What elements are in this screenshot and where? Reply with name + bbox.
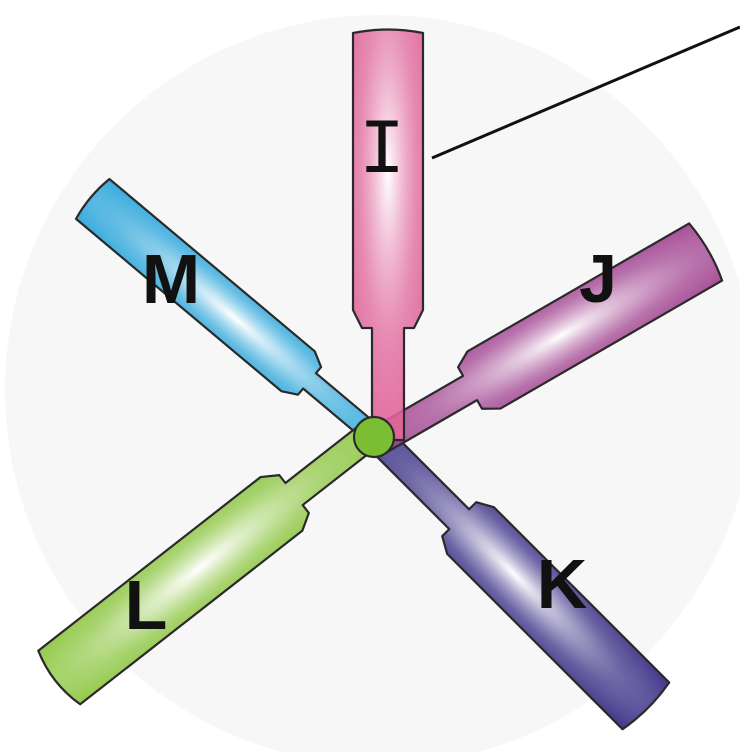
arm-k — [369, 429, 671, 731]
label-m: M — [142, 240, 200, 318]
arm-l — [37, 417, 386, 706]
arm-j — [371, 222, 724, 454]
pointer-line — [431, 25, 740, 160]
central-hub — [352, 415, 396, 459]
label-j: J — [579, 241, 617, 317]
label-i: I — [359, 108, 406, 196]
label-l: L — [125, 566, 168, 644]
label-k: K — [537, 545, 588, 623]
arm-i — [351, 28, 425, 442]
arm-m — [74, 177, 388, 449]
